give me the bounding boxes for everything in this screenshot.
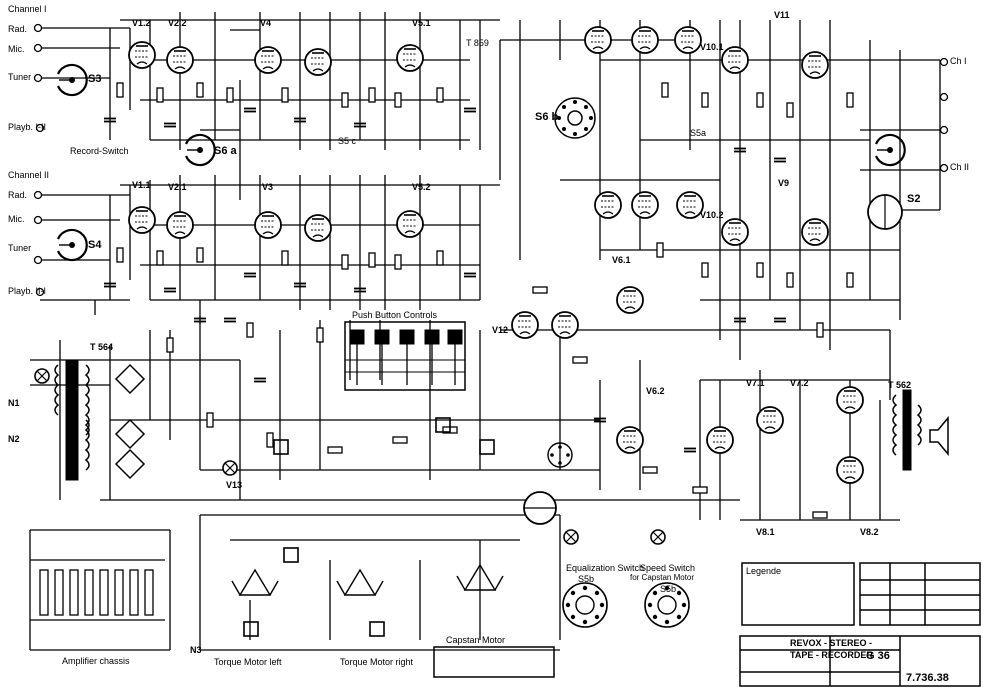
tube-label-v4: V4 [260,18,272,28]
torque-right-label: Torque Motor right [340,657,414,667]
tube-label-v10-2: V10.2 [700,210,724,220]
title-block-frames [433,562,981,687]
playback-1-label: Playb. I-II [8,122,47,132]
title-product: TAPE - RECORDER [790,650,873,660]
title-drawing-no: 7.736.38 [906,672,949,684]
amplifier-chassis-label: Amplifier chassis [62,656,130,666]
jacks-and-lamps [33,23,949,545]
switch-wafers [56,63,906,628]
t564-label: T 564 [90,342,114,352]
ch2-out-label: Ch II [950,162,970,172]
speed-switch-sub-label: for Capstan Motor [630,573,695,582]
tube-label-v7-2: V7.2 [790,378,809,388]
s2-label: S2 [907,193,921,205]
push-button-controls-label: Push Button Controls [352,310,438,320]
motor-windings [231,417,504,637]
rad-1-label: Rad. [8,24,28,34]
channel-1-label: Channel I [8,4,47,14]
tube-label-v13: V13 [226,480,243,490]
s6b-label: S6 b [535,111,559,123]
push-button-block [344,321,466,391]
legend-label: Legende [746,566,782,576]
tube-label-v11: V11 [774,10,790,20]
ch1-out-label: Ch I [950,56,967,66]
tube-label-v1-1: V1.1 [132,180,151,190]
tuner-1-label: Tuner [8,72,32,82]
t562-label: T 562 [888,380,912,390]
tube-label-v9: V9 [778,178,790,188]
s5a-label: S5a [690,128,707,138]
t859-label: T 859 [466,38,489,48]
s5c-label: S5 c [338,136,357,146]
tube-label-v6-1: V6.1 [612,255,631,265]
record-switch-label: Record-Switch [70,146,129,156]
tube-label-v2-1: V2.1 [168,182,187,192]
n2-label: N2 [8,434,20,444]
channel-2-label: Channel II [8,170,50,180]
tube-label-v8-1: V8.1 [756,527,775,537]
title-model: G 36 [866,650,890,662]
chassis-strips [30,559,165,621]
equalization-switch-label: Equalization Switch [566,563,645,573]
mic-1-label: Mic. [8,44,25,54]
s4-label: S4 [88,239,102,251]
speed-switch-label: Speed Switch [640,563,696,573]
tube-label-v10-1: V10.1 [700,42,724,52]
tube-label-v5-1: V5.1 [412,18,431,28]
torque-left-label: Torque Motor left [214,657,282,667]
transformers [54,359,949,481]
tube-label-v8-2: V8.2 [860,527,879,537]
capstan-motor-label: Capstan Motor [446,635,506,645]
tube-label-v12: V12 [492,325,509,335]
playback-2-label: Playb. II-I [8,286,47,296]
tube-label-v7-1: V7.1 [746,378,765,388]
tuner-2-label: Tuner [8,243,32,253]
n3-label: N3 [190,645,202,655]
title-brand: REVOX - STEREO - [790,638,873,648]
rad-2-label: Rad. [8,190,28,200]
s3-label: S3 [88,73,102,85]
equalization-s5b-label: S5b [578,574,595,584]
tube-label-v3: V3 [262,182,274,192]
mic-2-label: Mic. [8,214,25,224]
n1-label: N1 [8,398,20,408]
tube-label-v5-2: V5.2 [412,182,431,192]
tube-symbols [128,26,864,484]
tube-label-v6-2: V6.2 [646,386,665,396]
speed-s5b-label: S5b [660,584,677,594]
tube-label-v2-2: V2.2 [168,18,187,28]
s6a-label: S6 a [214,145,237,157]
tube-label-v1-2: V1.2 [132,18,151,28]
